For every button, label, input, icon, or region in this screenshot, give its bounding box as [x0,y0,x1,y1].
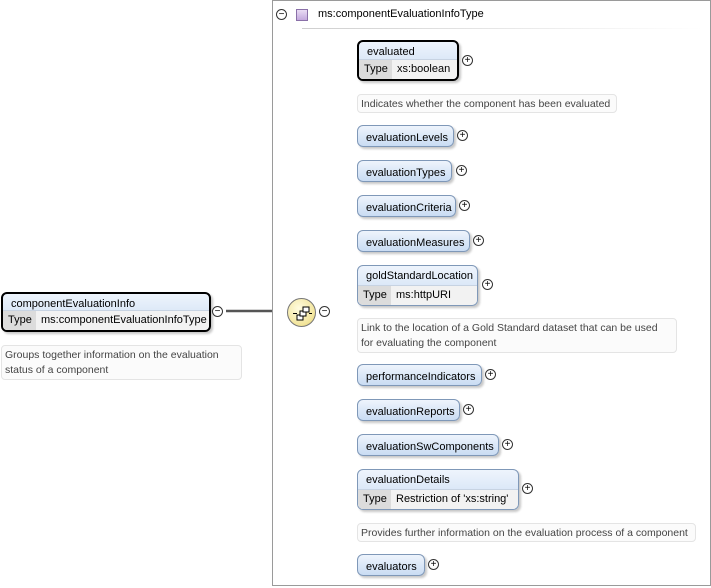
element-name: evaluationReports [366,406,455,418]
element-type-row: Type xs:boolean [359,59,457,79]
doc-line: Groups together information on the evalu… [5,349,219,361]
goldStandardLocation-documentation: Link to the location of a Gold Standard … [357,318,677,353]
doc-line: for evaluating the component [361,337,497,349]
element-name: evaluationSwComponents [366,441,494,453]
element-name: evaluated [367,46,415,58]
expand-toggle-evaluationReports[interactable]: + [463,404,474,415]
doc-line: Indicates whether the component has been… [361,98,611,110]
evaluated-documentation: Indicates whether the component has been… [357,94,617,113]
element-evaluationMeasures[interactable]: evaluationMeasures [357,230,470,252]
type-label: Type [358,490,391,509]
element-evaluationReports[interactable]: evaluationReports [357,399,460,421]
doc-line: Link to the location of a Gold Standard … [361,322,658,334]
element-type-row: Type ms:httpURI [358,285,477,305]
element-name: evaluationTypes [366,167,446,179]
type-header-divider [302,28,702,29]
element-evaluationLevels[interactable]: evaluationLevels [357,125,454,147]
root-documentation: Groups together information on the evalu… [1,345,242,380]
type-value: xs:boolean [397,63,451,75]
type-label: Type [359,60,392,79]
expand-toggle-evaluationCriteria[interactable]: + [459,200,470,211]
expand-toggle-evaluators[interactable]: + [428,559,439,570]
type-label: Type [358,286,391,305]
sequence-compositor-icon[interactable] [287,298,316,327]
type-value: ms:httpURI [396,289,452,301]
element-type-row: Type ms:componentEvaluationInfoType [3,310,209,330]
expand-toggle-evaluated[interactable]: + [462,55,473,66]
element-evaluators[interactable]: evaluators [357,554,425,576]
element-name: evaluationCriteria [366,202,452,214]
element-evaluationCriteria[interactable]: evaluationCriteria [357,195,456,217]
element-name: evaluationLevels [366,132,448,144]
evaluationDetails-documentation: Provides further information on the eval… [357,523,696,542]
element-evaluationSwComponents[interactable]: evaluationSwComponents [357,434,499,456]
expand-toggle-goldStandardLocation[interactable]: + [482,279,493,290]
sequence-glyph [293,306,312,321]
complex-type-name: ms:componentEvaluationInfoType [318,8,484,20]
collapse-toggle-root[interactable]: − [212,306,223,317]
element-performanceIndicators[interactable]: performanceIndicators [357,364,482,386]
expand-toggle-performanceIndicators[interactable]: + [485,369,496,380]
element-name: componentEvaluationInfo [11,298,136,310]
type-value: ms:componentEvaluationInfoType [41,314,207,326]
root-element-componentEvaluationInfo[interactable]: componentEvaluationInfo Type ms:componen… [1,292,211,332]
doc-line: Provides further information on the eval… [361,527,688,539]
expand-toggle-evaluationSwComponents[interactable]: + [502,439,513,450]
element-name: evaluationDetails [366,474,450,486]
element-evaluated[interactable]: evaluated Type xs:boolean [357,40,459,81]
element-name: evaluators [366,561,417,573]
type-label: Type [3,311,36,330]
expand-toggle-evaluationMeasures[interactable]: + [473,235,484,246]
expand-toggle-evaluationLevels[interactable]: + [457,130,468,141]
type-value: Restriction of 'xs:string' [396,493,509,505]
element-goldStandardLocation[interactable]: goldStandardLocation Type ms:httpURI [357,265,478,306]
doc-line: status of a component [5,364,109,376]
element-name: performanceIndicators [366,371,476,383]
collapse-toggle-sequence[interactable]: − [319,306,330,317]
collapse-toggle-type[interactable]: − [276,9,287,20]
expand-toggle-evaluationDetails[interactable]: + [522,483,533,494]
element-evaluationTypes[interactable]: evaluationTypes [357,160,452,182]
complex-type-icon [296,9,308,21]
element-name: goldStandardLocation [366,270,474,282]
element-evaluationDetails[interactable]: evaluationDetails Type Restriction of 'x… [357,469,519,510]
expand-toggle-evaluationTypes[interactable]: + [456,165,467,176]
element-name: evaluationMeasures [366,237,465,249]
element-type-row: Type Restriction of 'xs:string' [358,489,518,509]
